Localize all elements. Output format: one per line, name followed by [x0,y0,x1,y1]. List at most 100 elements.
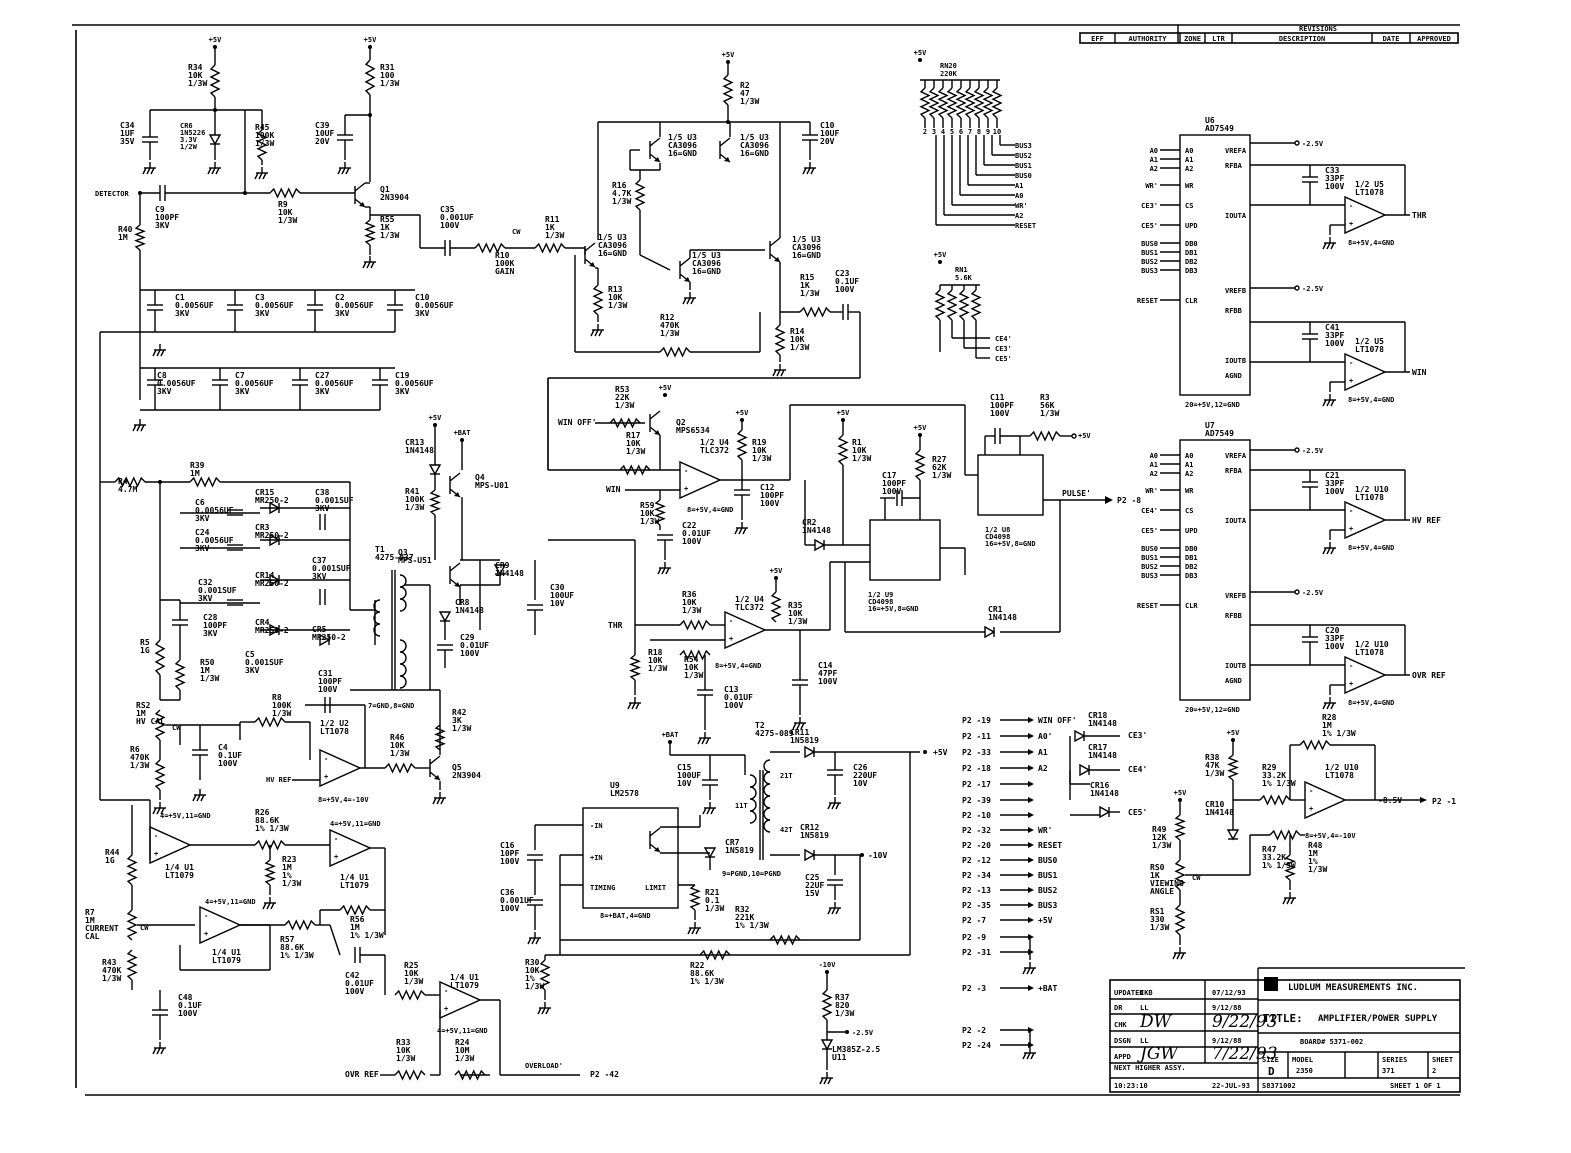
connector-net: A1 [1038,748,1048,757]
label-text: - [729,617,733,625]
component-label: 100V [990,409,1009,418]
connector-label: P2 -1 [1432,797,1456,806]
component-label: C22 [682,521,697,530]
pin-label: RFBA [1225,162,1243,170]
resistor [937,87,949,119]
component-label: 16=+5V,8=GND [985,540,1036,548]
resistor [474,242,506,254]
component-label: R43 [102,958,117,967]
component-label: 33.2K [1262,853,1286,862]
component-label: R44 [105,848,120,857]
net-label: WR' [1145,487,1158,495]
component-label: R38 [1205,753,1220,762]
label-text: - [154,832,158,840]
pin-label: CLR [1185,602,1198,610]
component-label: 1K [800,281,810,290]
resistor [394,1069,426,1081]
component-label: 1N4148 [1088,719,1117,728]
title-block-initials: LL [1140,1037,1148,1045]
component-label: 100PF [882,479,906,488]
revisions-title: REVISIONS [1299,25,1337,33]
component-label: 1G [140,646,150,655]
transistor [719,137,731,163]
ground-symbol [254,167,268,180]
component-label: 100K [405,495,424,504]
pin-label: DB3 [1185,572,1198,580]
capacitor [319,514,326,530]
net-label: A0 [1150,452,1158,460]
connector-arrow-icon [1028,902,1034,908]
connector-arrow-icon [1028,827,1034,833]
component-label: CAL [85,932,100,941]
resistor [1269,829,1301,841]
component-label: 3KV [203,629,218,638]
component-label: R42 [452,708,467,717]
component-label: LT1078 [1325,771,1354,780]
component-label: C25 [805,873,820,882]
ground-symbol [657,562,671,575]
net-label: WIN [1412,368,1427,377]
component-label: 220K [940,70,958,78]
net-label: A1 [1015,182,1023,190]
component-label: 1/3W [282,879,301,888]
component-label: 1/3W [682,606,701,615]
u1c-opamp [199,905,242,945]
component-label: Q3 [398,548,408,557]
model-label: MODEL [1292,1056,1313,1064]
transistor [679,257,691,283]
dac-chip [1179,134,1251,396]
component-label: 100V [835,285,854,294]
component-label: RN20 [940,62,957,70]
component-label: 0.0056UF [395,379,434,388]
pin-number: 2 [923,128,927,136]
component-label: 1M [350,923,360,932]
component-label: 1/3W [1308,865,1327,874]
resistor [189,476,221,488]
pin-number: 6 [959,128,963,136]
component-label: 100 [380,71,395,80]
component-label: MR250-2 [255,531,289,540]
u4b-opamp [724,610,767,650]
component-label: 1/3W [525,982,544,991]
pin-label: WR [1185,182,1194,190]
pin-label: DB0 [1185,545,1198,553]
component-label: C41 [1325,323,1340,332]
component-label: CR1 [988,605,1003,614]
component-label: CR3 [255,523,270,532]
component-label: 470K [660,321,679,330]
component-label: 1N4148 [1090,789,1119,798]
component-label: 1M [282,863,292,872]
component-label: RN1 [955,266,968,274]
component-label: U9 [610,781,620,790]
component-label: C32 [198,578,213,587]
component-label: TLC372 [700,446,729,455]
component-label: 10K [404,969,419,978]
pin-label: TIMING [590,884,615,892]
resistor [946,87,958,119]
component-label: 1/3W [800,289,819,298]
component-label: U6 [1205,116,1215,125]
component-label: 1% 1/3W [1262,861,1296,870]
connector-pin: P2 -31 [962,948,991,957]
resistor [955,87,967,119]
resistor [1284,854,1296,881]
component-label: CR18 [1088,711,1107,720]
net-label: CE5' [1128,808,1147,817]
net-label: BUS2 [1141,563,1158,571]
component-label: 0.001UF [500,896,534,905]
component-label: C31 [318,669,333,678]
resistor [154,759,166,791]
component-label: 100V [682,537,701,546]
component-label: R45 [255,123,270,132]
component-label: 1/3W [130,761,149,770]
net-label: BUS3 [1141,572,1158,580]
net-label: RESET [1137,297,1158,305]
net-label: BUS3 [1141,267,1158,275]
diode [208,134,222,146]
component-label: ANGLE [1150,887,1174,896]
component-label: 1G [105,856,115,865]
component-label: 100V [500,904,519,913]
connector-net: BUS1 [1038,871,1057,880]
component-label: 100V [760,499,779,508]
component-label: R10 [495,251,510,260]
